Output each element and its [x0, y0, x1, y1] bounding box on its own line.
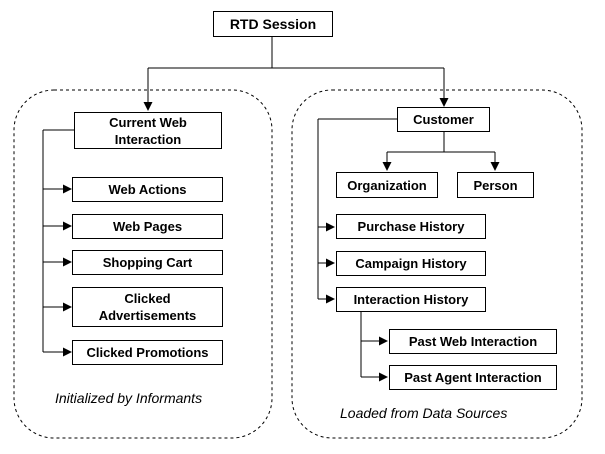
shopping-cart-node: Shopping Cart	[72, 250, 223, 275]
clicked-advertisements-node: Clicked Advertisements	[72, 287, 223, 327]
right-group-caption: Loaded from Data Sources	[340, 405, 508, 421]
clicked-promotions-node: Clicked Promotions	[72, 340, 223, 365]
campaign-history-node: Campaign History	[336, 251, 486, 276]
current-web-interaction-node: Current Web Interaction	[74, 112, 222, 149]
web-actions-node: Web Actions	[72, 177, 223, 202]
right-group-container	[291, 89, 583, 439]
past-agent-interaction-node: Past Agent Interaction	[389, 365, 557, 390]
left-group-container	[13, 89, 273, 439]
interaction-history-node: Interaction History	[336, 287, 486, 312]
organization-node: Organization	[336, 172, 438, 198]
purchase-history-node: Purchase History	[336, 214, 486, 239]
left-group-caption: Initialized by Informants	[55, 390, 203, 406]
past-web-interaction-node: Past Web Interaction	[389, 329, 557, 354]
person-node: Person	[457, 172, 534, 198]
web-pages-node: Web Pages	[72, 214, 223, 239]
rtd-session-node: RTD Session	[213, 11, 333, 37]
customer-node: Customer	[397, 107, 490, 132]
